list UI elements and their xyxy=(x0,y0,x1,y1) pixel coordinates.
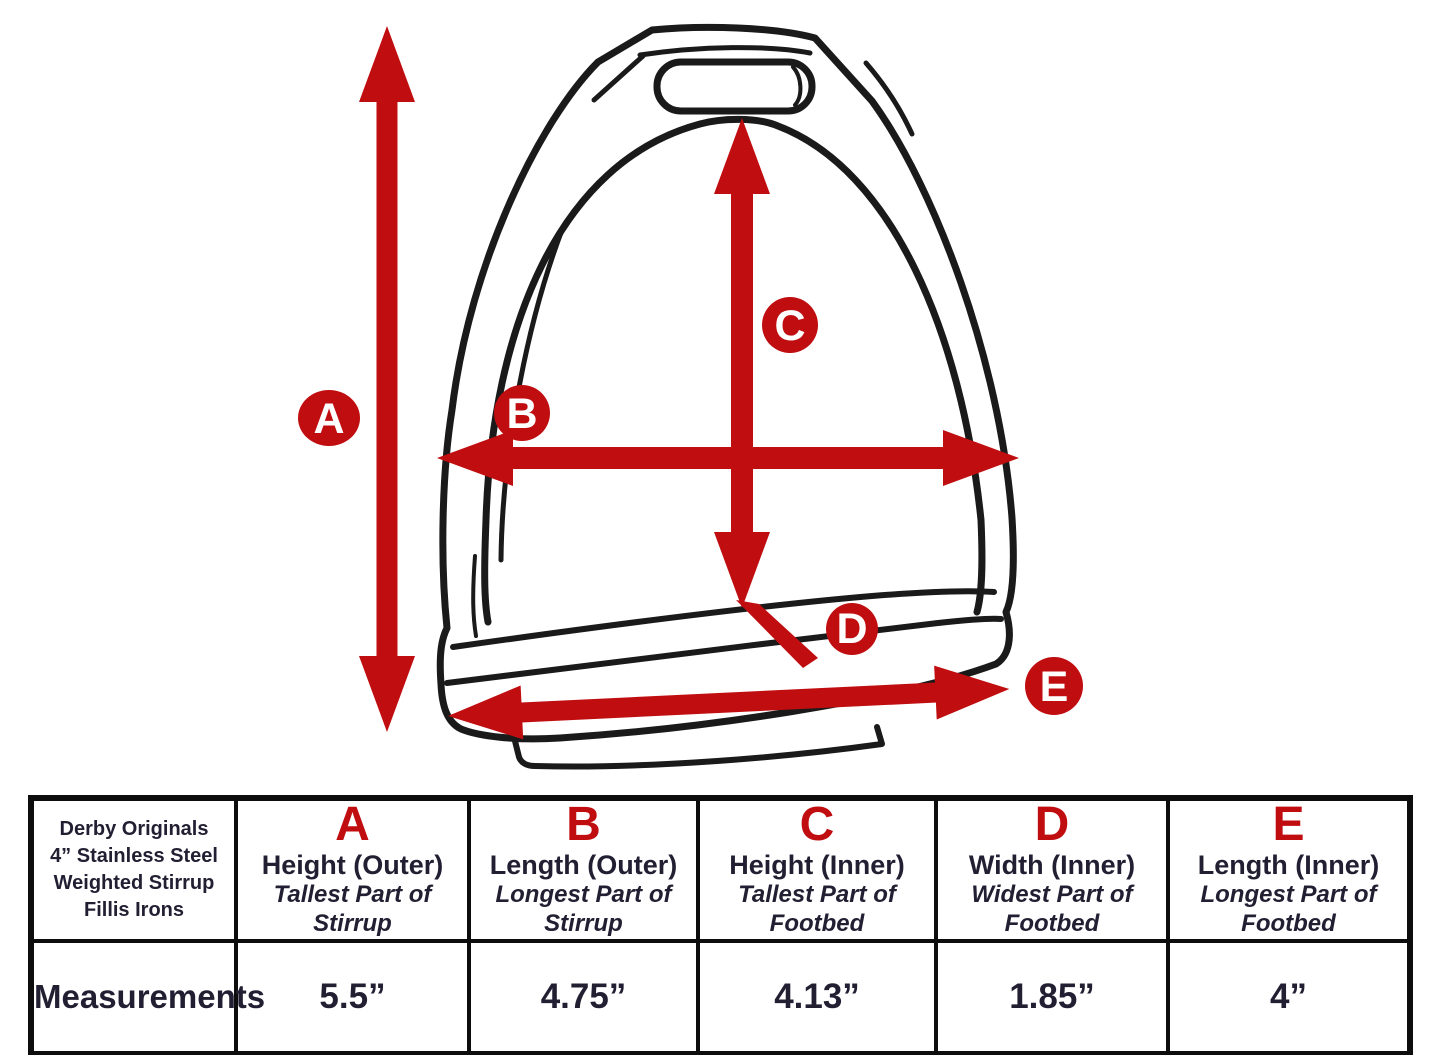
stirrup-outline xyxy=(436,23,1017,743)
column-letter: D xyxy=(1034,798,1070,851)
measurements-table: Derby Originals 4” Stainless Steel Weigh… xyxy=(28,795,1413,1055)
value-a: 5.5” xyxy=(234,938,471,1055)
product-title-cell: Derby Originals 4” Stainless Steel Weigh… xyxy=(29,796,238,943)
label-badge-d: D xyxy=(826,603,878,655)
tread-bottom-tab xyxy=(511,724,885,770)
stirrup-sketch xyxy=(436,23,1017,770)
product-title-line: Fillis Irons xyxy=(83,898,185,921)
stirrup-measurement-diagram: A B C D E xyxy=(298,23,1083,770)
product-title-line: Weighted Stirrup xyxy=(53,871,215,894)
label-badge-e: E xyxy=(1025,657,1083,715)
label-badge-c: C xyxy=(762,297,818,353)
column-subtitle: Longest Part of Footbed xyxy=(1200,881,1377,937)
column-subtitle: Tallest Part of Stirrup xyxy=(273,881,432,937)
footbed-back-edge xyxy=(450,588,997,650)
arrow-a xyxy=(359,26,415,732)
badge-letter-e: E xyxy=(1040,663,1069,711)
column-letter: E xyxy=(1272,798,1305,851)
cap-top-accent xyxy=(637,45,813,58)
column-subtitle: Longest Part of Stirrup xyxy=(495,881,672,937)
column-letter: C xyxy=(799,798,835,851)
column-header-e: E Length (Inner) Longest Part of Footbed xyxy=(1166,796,1412,943)
column-letter: A xyxy=(335,798,370,851)
badge-letter-c: C xyxy=(774,302,805,350)
row-header-measurements: Measurements xyxy=(29,938,265,1055)
cap-right-accent xyxy=(863,60,915,137)
arrow-b xyxy=(437,430,1019,486)
label-badge-a: A xyxy=(298,390,360,446)
column-letter: B xyxy=(566,798,601,851)
left-branch-lower-crease xyxy=(471,554,478,638)
arrow-e xyxy=(448,665,1010,740)
slot-accent-line xyxy=(791,65,803,107)
arrow-d xyxy=(736,600,818,668)
product-title: Derby Originals 4” Stainless Steel Weigh… xyxy=(34,816,234,924)
product-title-line: 4” Stainless Steel xyxy=(50,844,218,867)
column-header-d: D Width (Inner) Widest Part of Footbed xyxy=(934,796,1170,943)
tread-top-edge xyxy=(444,615,1004,686)
column-header-a: A Height (Outer) Tallest Part of Stirrup xyxy=(234,796,471,943)
column-name: Height (Inner) xyxy=(729,850,905,880)
table-header-row: Derby Originals 4” Stainless Steel Weigh… xyxy=(29,796,1412,943)
badge-letter-d: D xyxy=(836,605,867,653)
arrow-c xyxy=(714,118,770,608)
table-values-row: Measurements 5.5” 4.75” 4.13” 1.85” 4” xyxy=(29,938,1412,1055)
column-name: Width (Inner) xyxy=(968,850,1136,880)
column-header-b: B Length (Outer) Longest Part of Stirrup xyxy=(467,796,700,943)
strap-slot xyxy=(653,58,816,115)
column-name: Height (Outer) xyxy=(261,850,444,880)
column-name: Length (Inner) xyxy=(1197,850,1380,880)
value-d: 1.85” xyxy=(934,938,1170,1055)
column-subtitle: Widest Part of Footbed xyxy=(971,881,1133,937)
inner-arch xyxy=(481,115,986,626)
value-e: 4” xyxy=(1166,938,1412,1055)
label-badge-b: B xyxy=(494,385,550,441)
value-c: 4.13” xyxy=(696,938,938,1055)
badge-letter-a: A xyxy=(313,395,344,443)
column-header-c: C Height (Inner) Tallest Part of Footbed xyxy=(696,796,938,943)
badge-letter-b: B xyxy=(506,390,537,438)
product-title-line: Derby Originals xyxy=(59,817,209,840)
cap-left-accent xyxy=(591,53,646,103)
column-name: Length (Outer) xyxy=(489,850,678,880)
value-b: 4.75” xyxy=(467,938,700,1055)
column-subtitle: Tallest Part of Footbed xyxy=(738,881,896,937)
